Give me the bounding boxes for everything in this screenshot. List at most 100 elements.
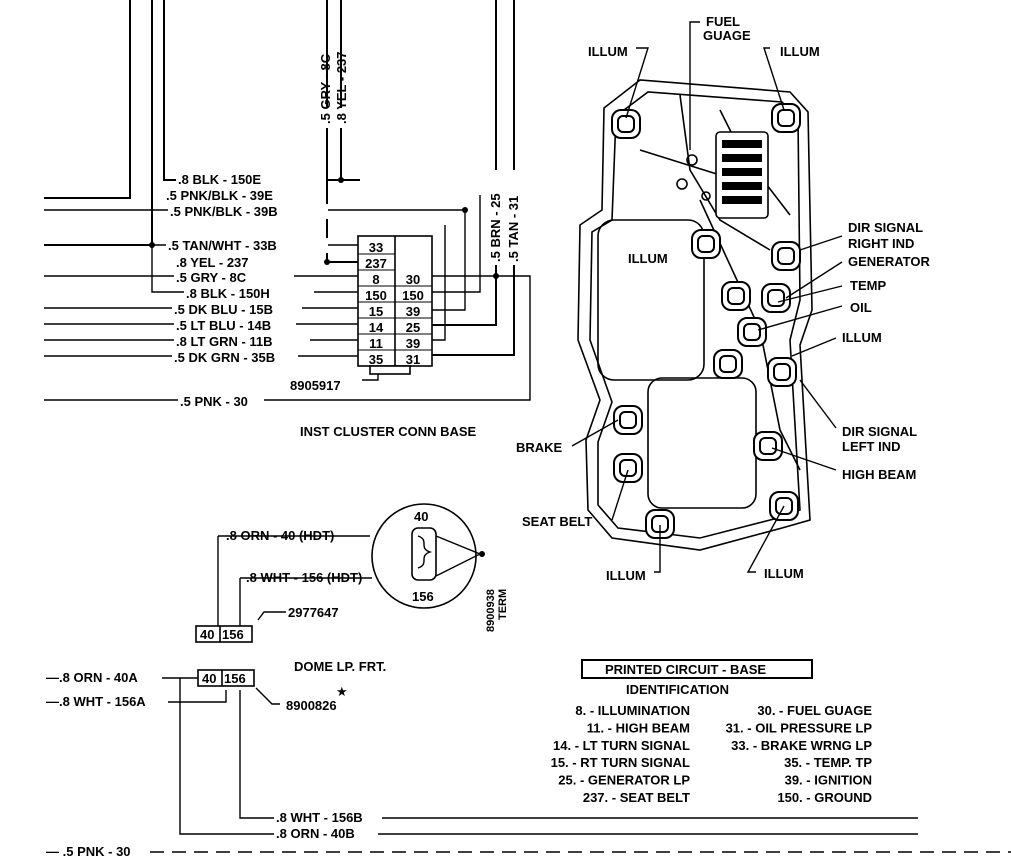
wire-label-gry-8c: .5 GRY - 8C [318,53,333,124]
bulb-sockets [611,103,801,539]
label-dir-right-1: DIR SIGNAL [848,220,923,235]
dome-lamp-circuit [195,503,485,643]
connector-pin-left: 11 [369,336,383,351]
connector-title: INST CLUSTER CONN BASE [300,424,477,439]
label-fuel-gauge-1: FUEL [706,14,740,29]
printed-circuit-board [577,79,813,551]
connector-part-number: 8905917 [290,378,341,393]
label-high-beam: HIGH BEAM [842,467,916,482]
legend-title: PRINTED CIRCUIT - BASE [605,662,766,677]
label-illum-right: ILLUM [842,330,882,345]
bulb-socket [611,109,641,139]
label-seat-belt: SEAT BELT [522,514,592,529]
wire-label: .5 PNK - 30 [180,394,248,409]
label-illum-bottom-left: ILLUM [606,568,646,583]
lower-box-156: 156 [224,671,246,686]
bulb-socket [771,103,801,133]
bulb-socket [753,431,783,461]
wire-label: .8 LT GRN - 11B [176,334,273,349]
connector-pin-right: 150 [402,288,424,303]
bulb-socket [737,317,767,347]
lower-part: 8900826 [286,698,337,713]
legend-item: 30. - FUEL GUAGE [757,703,872,718]
wire-label: .8 BLK - 150H [186,286,270,301]
dome-term-part-2: TERM [497,589,509,620]
connector-pin-left: 35 [369,352,383,367]
bulb-socket [767,357,797,387]
legend-item: 35. - TEMP. TP [784,755,872,770]
connector-pin-left: 237 [365,256,387,271]
pc-legend: PRINTED CIRCUIT - BASE IDENTIFICATION 8.… [551,659,873,805]
connector-pin-left: 15 [369,304,383,319]
legend-item: 8. - ILLUMINATION [575,703,690,718]
wire-label-brn-25: .5 BRN - 25 [488,193,503,262]
label-temp: TEMP [850,278,886,293]
legend-item: 237. - SEAT BELT [583,790,690,805]
label-illum-bottom-right: ILLUM [764,566,804,581]
dome-pin-156: 156 [412,589,434,604]
wire-label: .5 PNK/BLK - 39E [166,188,273,203]
dome-box-40: 40 [200,627,214,642]
connector-pin-left: 33 [369,240,383,255]
label-oil: OIL [850,300,872,315]
connector-pin-left: 8 [372,272,379,287]
connector-pin-right: 25 [406,320,420,335]
connector-pin-right: 39 [406,336,420,351]
dome-pin-40: 40 [414,509,428,524]
bulb-socket [771,241,801,271]
connector-pin-right: 31 [406,352,420,367]
label-fuel-gauge-2: GUAGE [703,28,751,43]
dome-box-156: 156 [222,627,244,642]
legend-item: 11. - HIGH BEAM [587,720,690,735]
wire-label: .5 PNK/BLK - 39B [170,204,278,219]
legend-item: 39. - IGNITION [785,773,872,788]
lower-wht-wire: —.8 WHT - 156A [46,694,146,709]
lower-orn-b: .8 ORN - 40B [276,826,355,841]
wire-label: .5 LT BLU - 14B [176,318,271,333]
wire-label-yel-237: .8 YEL - 237 [334,51,349,124]
connector-pin-left: 150 [365,288,387,303]
label-brake: BRAKE [516,440,563,455]
wire-label: .5 DK GRN - 35B [174,350,275,365]
wire-label: .5 GRY - 8C [176,270,247,285]
cluster-leaders [571,21,843,573]
wire-label-tan-31: .5 TAN - 31 [506,196,521,262]
bulb-socket [691,229,721,259]
bulb-socket [761,283,791,313]
wire-label: .8 YEL - 237 [176,255,249,270]
label-dir-left-2: LEFT IND [842,439,901,454]
dome-wht-wire: .8 WHT - 156 (HDT) [246,570,362,585]
connector-pin-left: 14 [369,320,384,335]
legend-item: 14. - LT TURN SIGNAL [553,738,690,753]
bulb-socket [721,281,751,311]
bulb-socket [613,405,643,435]
legend-item: 33. - BRAKE WRNG LP [731,738,872,753]
wire-label: .5 TAN/WHT - 33B [168,238,277,253]
legend-item: 15. - RT TURN SIGNAL [551,755,690,770]
label-dir-right-2: RIGHT IND [848,236,914,251]
label-illum-top-left: ILLUM [588,44,628,59]
bulb-socket [613,453,643,483]
lower-orn-wire: —.8 ORN - 40A [46,670,138,685]
dome-conn-part: 2977647 [288,605,339,620]
dome-term-part-1: 8900938 [485,589,497,632]
bulb-socket [713,349,743,379]
label-generator: GENERATOR [848,254,930,269]
dome-title: DOME LP. FRT. [294,659,386,674]
label-illum-center: ILLUM [628,251,668,266]
connector-pin-right: 39 [406,304,420,319]
connector-wire-labels: .8 BLK - 150E .5 PNK/BLK - 39E .5 PNK/BL… [164,172,328,409]
label-illum-top-right: ILLUM [780,44,820,59]
connector-pin-right: 30 [406,272,420,287]
dome-star: ★ [336,684,348,699]
legend-item: 25. - GENERATOR LP [558,773,690,788]
dome-orn-wire: .8 ORN - 40 (HDT) [226,528,334,543]
legend-item: 31. - OIL PRESSURE LP [726,720,873,735]
lower-connector [150,669,1011,853]
label-dir-left-1: DIR SIGNAL [842,424,917,439]
legend-item: 150. - GROUND [777,790,872,805]
wire-label: .5 DK BLU - 15B [174,302,273,317]
lower-pnk: — .5 PNK - 30 [46,844,131,859]
